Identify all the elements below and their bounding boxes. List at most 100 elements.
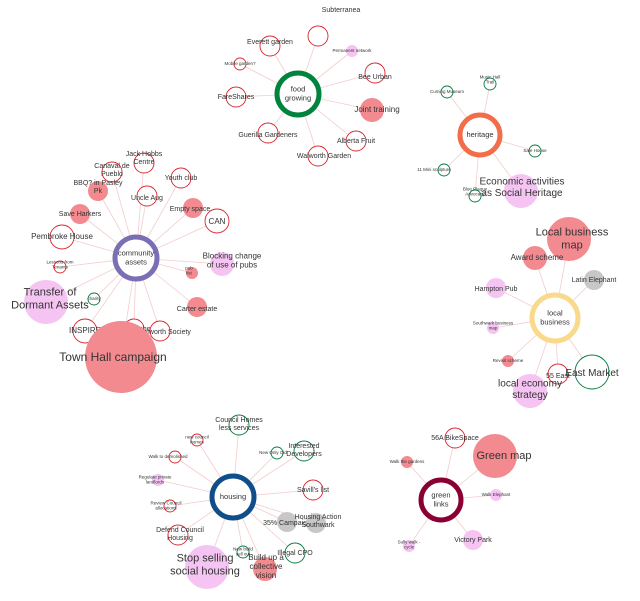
node-circle-econ <box>504 174 538 208</box>
node-circle-town_hall <box>85 321 157 393</box>
node-joint[interactable]: Joint training <box>354 98 400 122</box>
node-circle-latin <box>584 270 604 290</box>
node-walk_elephant[interactable]: Walk Elephant <box>482 489 512 501</box>
node-circle-alberta <box>345 130 367 152</box>
node-circle-revisit <box>502 355 514 367</box>
node-uncle[interactable]: Uncle Aug <box>131 185 163 207</box>
node-cuming[interactable]: Cuming Museum <box>430 85 464 99</box>
node-circle-permanent <box>346 45 358 57</box>
node-circle-east_street <box>547 363 569 385</box>
node-label-uncle: Uncle Aug <box>131 195 163 202</box>
node-circle-walk_demolished <box>168 450 182 464</box>
node-revisit[interactable]: Revisit scheme <box>493 355 524 367</box>
node-walk_gardens[interactable]: Walk the gardens <box>390 456 426 468</box>
node-mobile[interactable]: Mobile garden? <box>224 57 256 71</box>
node-east_market[interactable]: East Market <box>565 354 619 390</box>
node-subterranea[interactable]: Subterranea <box>307 7 360 47</box>
node-circle-joint <box>360 98 384 122</box>
node-circle-empty <box>183 198 203 218</box>
node-victory_park[interactable]: Victory Park <box>454 530 492 550</box>
node-carter[interactable]: Carter estate <box>177 297 218 317</box>
node-walworth_garden[interactable]: Walworth Garden <box>297 145 351 167</box>
node-award[interactable]: Award scheme <box>511 246 564 270</box>
node-circle-carter <box>187 297 207 317</box>
node-pembroke[interactable]: Pembroke House <box>31 224 93 250</box>
node-label-carter: Carter estate <box>177 306 218 313</box>
node-permanent[interactable]: Permanent network <box>332 45 372 57</box>
node-label-empty: Empty space <box>170 206 211 213</box>
node-sale_house[interactable]: Sale House <box>523 144 547 158</box>
node-circle-green_map <box>473 434 517 478</box>
node-hampton[interactable]: Hampton Pub <box>475 278 518 298</box>
node-mini_sculpture[interactable]: 11 Mini sculpture <box>417 163 451 177</box>
hub-label-heritage: heritage <box>466 130 493 139</box>
node-campaign35[interactable]: 35% Campaign <box>263 512 311 532</box>
node-label-bikespace: 56A BikeSpace <box>431 435 479 442</box>
node-circle-interested <box>293 440 315 462</box>
node-circle-lessons <box>53 260 67 274</box>
node-alberta[interactable]: Alberta Fruit <box>337 130 375 152</box>
node-can[interactable]: CAN <box>204 208 230 234</box>
hub-ring-housing <box>209 473 257 521</box>
node-youth[interactable]: Youth club <box>165 167 198 189</box>
node-label-green_map: Green map <box>476 450 531 462</box>
node-save_harkers[interactable]: Save Harkers <box>59 204 102 224</box>
node-town_hall[interactable]: Town Hall campaign <box>59 321 167 393</box>
node-illegal_cpo[interactable]: Illegal CPO <box>277 542 313 564</box>
hub-heritage[interactable]: heritage <box>457 112 503 158</box>
node-label-inspire: INSPIRE <box>69 326 101 335</box>
node-east_street[interactable]: 55 East <box>546 363 570 385</box>
node-walworth_society[interactable]: Walworth Society <box>137 320 191 342</box>
node-empty[interactable]: Empty space <box>170 198 211 218</box>
node-circle-transfer <box>24 280 68 324</box>
hub-housing[interactable]: housing <box>209 473 257 521</box>
node-walk_demolished[interactable]: Walk to demolished <box>148 450 188 464</box>
node-label-mini_sculpture: 11 Mini sculpture <box>417 167 451 172</box>
node-green_map[interactable]: Green map <box>473 434 532 478</box>
node-everett[interactable]: Everett garden <box>247 35 293 57</box>
node-bikespace[interactable]: 56A BikeSpace <box>431 427 479 449</box>
node-bee[interactable]: Bee Urban <box>358 62 392 84</box>
node-new_only[interactable]: New Only Old <box>259 446 287 460</box>
node-fareshares[interactable]: FareShares <box>218 86 255 108</box>
node-charity[interactable]: charity <box>87 292 101 306</box>
node-circle-new_only <box>270 446 284 460</box>
node-sully_walk[interactable]: Sully walk -cycle <box>398 540 421 552</box>
node-latin[interactable]: Latin Elephant <box>572 270 617 290</box>
node-guerilla[interactable]: Guerilla Gardeners <box>238 122 298 144</box>
node-label-cuming: Cuming Museum <box>430 89 464 94</box>
node-savills[interactable]: Savill's list <box>297 479 329 501</box>
